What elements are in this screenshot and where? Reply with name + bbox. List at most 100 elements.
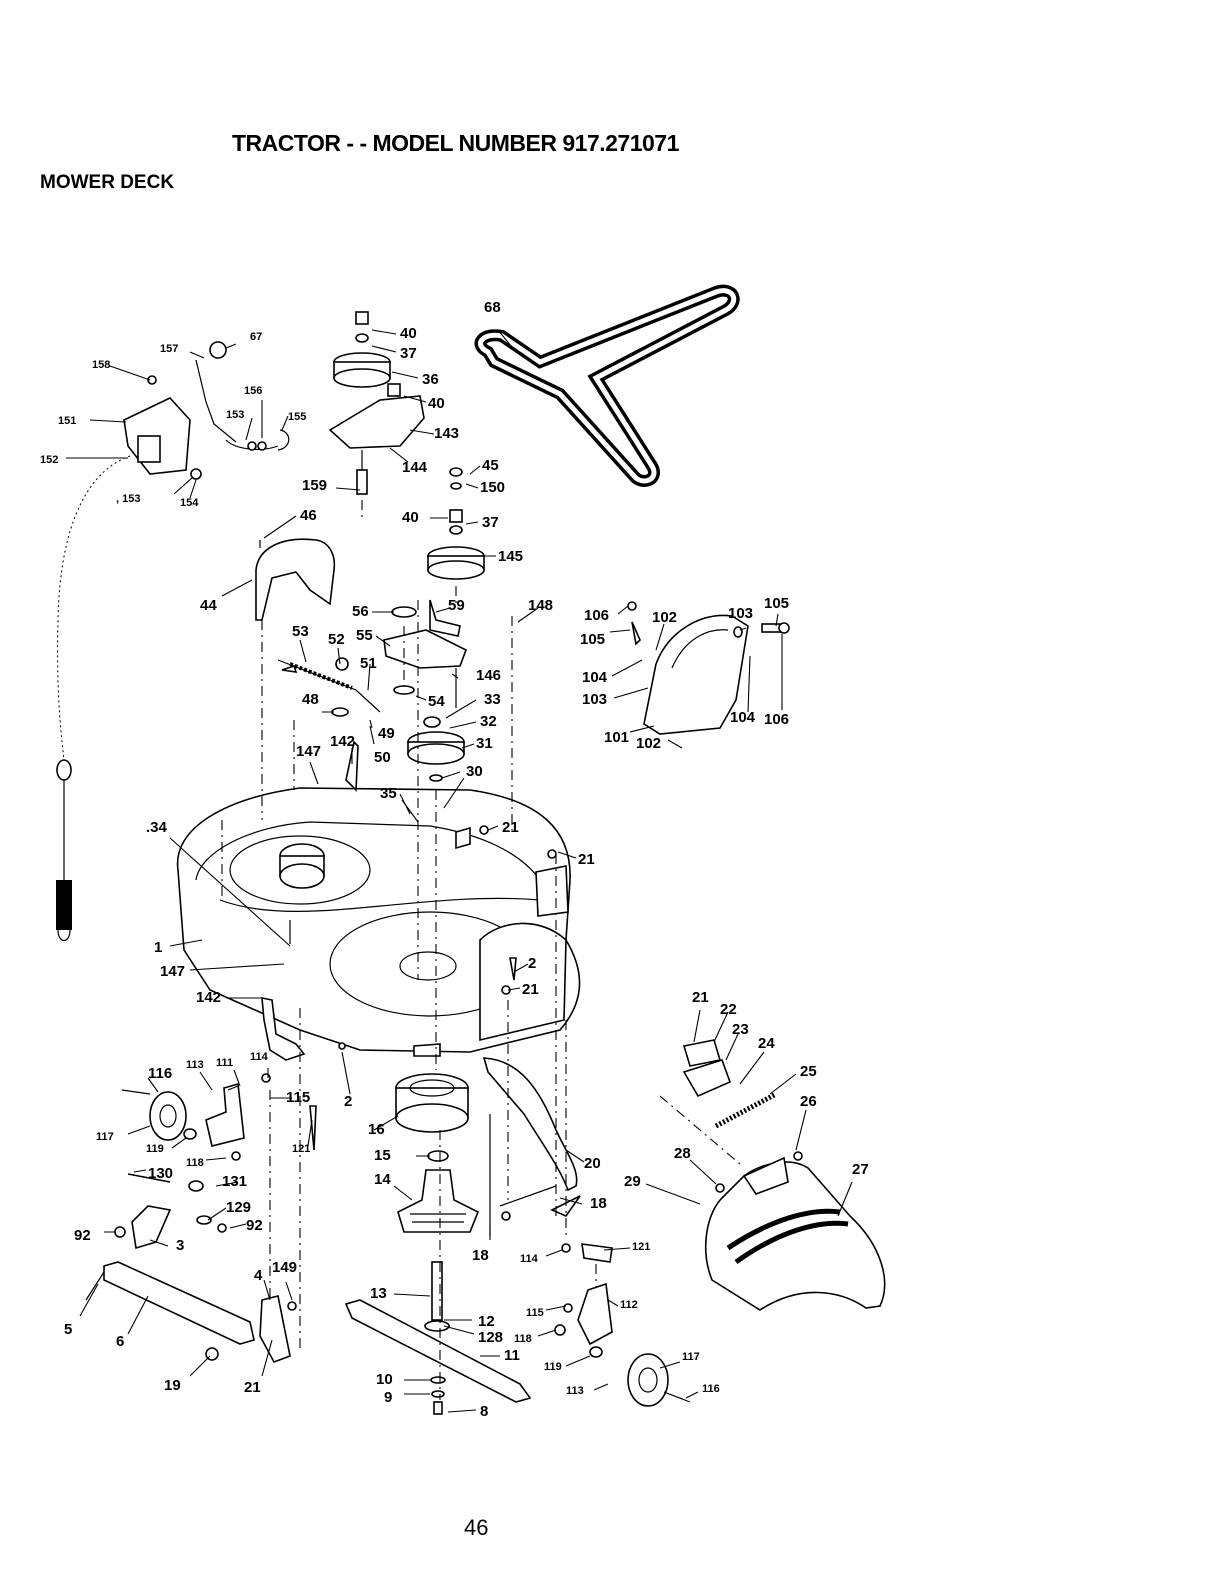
callout-144: 144 <box>402 459 428 476</box>
callout-103: 103 <box>728 605 753 622</box>
callout-56: 56 <box>352 603 369 620</box>
callout-30: 30 <box>466 763 483 780</box>
callout-numbers: 40 37 36 40 143 144 159 45 150 40 37 145… <box>40 299 869 1420</box>
callout-15: 15 <box>374 1147 391 1164</box>
callout-12: 12 <box>478 1313 495 1330</box>
callout-28: 28 <box>674 1145 691 1162</box>
callout-50: 50 <box>374 749 391 766</box>
callout-117: 117 <box>96 1131 114 1143</box>
height-adjust-cable <box>56 455 131 942</box>
front-hanger-bracket <box>261 740 359 1061</box>
callout-20: 20 <box>584 1155 601 1172</box>
callout-31: 31 <box>476 735 493 752</box>
callout-121: 121 <box>292 1143 310 1155</box>
callout-4: 4 <box>254 1267 263 1284</box>
callout-44: 44 <box>200 597 217 614</box>
callout-40: 40 <box>400 325 417 342</box>
callout-105: 105 <box>580 631 605 648</box>
callout-118: 118 <box>514 1333 532 1345</box>
discharge-chute <box>705 1156 886 1311</box>
callout-35: 35 <box>380 785 397 802</box>
callout-145: 145 <box>498 548 523 565</box>
callout-55: 55 <box>356 627 373 644</box>
callout-152: 152 <box>40 454 58 466</box>
callout-104: 104 <box>730 709 756 726</box>
callout-52: 52 <box>328 631 345 648</box>
discharge-baffle <box>627 601 790 735</box>
callout-159: 159 <box>302 477 327 494</box>
left-lift-link-bracket <box>114 1173 227 1250</box>
callout-21: 21 <box>692 989 709 1006</box>
callout-51: 51 <box>360 655 377 672</box>
callout-10: 10 <box>376 1371 393 1388</box>
callout-153: , 153 <box>116 493 140 505</box>
callout-13: 13 <box>370 1285 387 1302</box>
callout-116: 116 <box>148 1065 172 1082</box>
callout-156: 156 <box>244 385 262 397</box>
callout-147: 147 <box>296 743 321 760</box>
callout-5: 5 <box>64 1321 72 1338</box>
right-gauge-wheel-assembly <box>554 1243 691 1407</box>
callout-45: 45 <box>482 457 499 474</box>
callout-46: 46 <box>300 507 317 524</box>
callout-128: 128 <box>478 1329 503 1346</box>
callout-16: 16 <box>368 1121 385 1138</box>
callout-37: 37 <box>482 514 499 531</box>
front-link-bar <box>85 1261 297 1363</box>
callout-54: 54 <box>428 693 445 710</box>
callout-147: 147 <box>160 963 185 980</box>
section-title: MOWER DECK <box>40 172 175 193</box>
callout-2: 2 <box>528 955 536 972</box>
callout-148: 148 <box>528 597 553 614</box>
lift-handle-assembly <box>123 341 290 480</box>
spindle-shaft <box>424 1261 450 1332</box>
callout-143: 143 <box>434 425 459 442</box>
callout-67: 67 <box>250 331 262 343</box>
callout-21: 21 <box>522 981 539 998</box>
callout-112: 112 <box>620 1299 638 1311</box>
callout-111: 111 <box>216 1057 233 1069</box>
idler-spring <box>277 657 381 717</box>
callout-22: 22 <box>720 1001 737 1018</box>
upper-pulley-stack <box>333 311 401 397</box>
callout-157: 157 <box>160 343 178 355</box>
mower-deck-housing <box>176 787 581 1057</box>
callout-27: 27 <box>852 1161 869 1178</box>
callout-118: 118 <box>186 1157 204 1169</box>
callout-2: 2 <box>344 1093 352 1110</box>
callout-115: 115 <box>526 1307 544 1319</box>
callout-113: 113 <box>566 1385 584 1397</box>
callout-115: 115 <box>286 1089 310 1106</box>
callout-11: 11 <box>504 1347 520 1364</box>
callout-117: 117 <box>682 1351 700 1363</box>
callout-34: .34 <box>146 819 168 836</box>
callout-158: 158 <box>92 359 110 371</box>
callout-116: 116 <box>702 1383 720 1395</box>
lower-pulley-stack <box>427 467 485 580</box>
callout-49: 49 <box>378 725 395 742</box>
callout-48: 48 <box>302 691 319 708</box>
callout-155: 155 <box>288 411 306 423</box>
callout-119: 119 <box>146 1143 164 1155</box>
callout-37: 37 <box>400 345 417 362</box>
callout-129: 129 <box>226 1199 251 1216</box>
callout-40: 40 <box>402 509 419 526</box>
callout-102: 102 <box>652 609 677 626</box>
callout-19: 19 <box>164 1377 181 1394</box>
callout-114: 114 <box>520 1253 539 1265</box>
callout-25: 25 <box>800 1063 817 1080</box>
callout-21: 21 <box>244 1379 261 1396</box>
idler-bracket <box>328 395 425 495</box>
page-title: TRACTOR - - MODEL NUMBER 917.271071 <box>232 130 679 156</box>
callout-21: 21 <box>578 851 595 868</box>
callout-53: 53 <box>292 623 309 640</box>
callout-21: 21 <box>502 819 519 836</box>
callout-23: 23 <box>732 1021 749 1038</box>
callout-146: 146 <box>476 667 501 684</box>
callout-18: 18 <box>590 1195 607 1212</box>
spindle-housing <box>397 1150 480 1233</box>
idler-pulley <box>407 716 465 837</box>
callout-68: 68 <box>484 299 501 316</box>
callout-101: 101 <box>604 729 629 746</box>
callout-24: 24 <box>758 1035 775 1052</box>
